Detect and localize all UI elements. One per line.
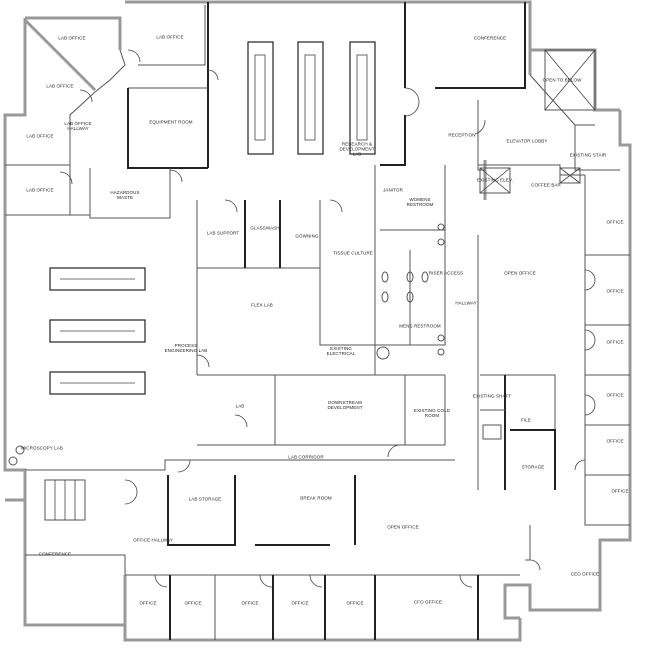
room-label-coffee-bar: COFFEE BAR	[531, 182, 561, 188]
room-label-lab-office: LAB OFFICE	[58, 35, 86, 41]
room-label-open-office: OPEN OFFICE	[387, 524, 419, 530]
room-label-conference: CONFERENCE	[473, 35, 507, 41]
room-label-existing-electrical: EXISTING ELECTRICAL	[326, 346, 356, 356]
room-label-lab-storage: LAB STORAGE	[188, 496, 222, 502]
room-label-flex-lab: FLEX LAB	[251, 302, 273, 308]
room-label-existing-shaft: EXISTING SHAFT	[472, 393, 512, 399]
room-label-lab-office: LAB OFFICE	[156, 34, 184, 40]
room-label-microscopy-lab: MICROSCOPY LAB	[21, 445, 63, 451]
room-label-existing-elevator: EXISTING ELEV.	[477, 177, 513, 183]
room-label-office: OFFICE	[606, 339, 624, 345]
room-label-office: OFFICE	[139, 600, 157, 606]
room-label-janitor: JANITOR	[383, 187, 403, 193]
room-label-cfo-office: CFO OFFICE	[413, 599, 443, 605]
room-label-office: OFFICE	[606, 392, 624, 398]
room-label-break-room: BREAK ROOM	[300, 495, 332, 501]
room-label-rd-lab: RESEARCH & DEVELOPMENT LAB	[339, 141, 375, 157]
room-label-office-hallway: OFFICE HALLWAY	[133, 537, 173, 543]
room-label-office: OFFICE	[611, 488, 629, 494]
room-label-lab-corridor: LAB CORRIDOR	[288, 454, 324, 460]
room-label-ceo-office: CEO OFFICE	[570, 571, 600, 577]
room-label-storage: STORAGE	[521, 464, 545, 470]
room-label-lab-office-hallway: LAB OFFICE HALLWAY	[64, 121, 92, 131]
room-label-downstream-development: DOWNSTREAM DEVELOPMENT	[327, 400, 363, 410]
room-label-file: FILE	[521, 417, 531, 423]
room-label-lab: LAB	[235, 403, 245, 409]
room-label-gowning: GOWNING	[295, 233, 319, 239]
room-label-tissue-culture: TISSUE CULTURE	[333, 250, 373, 256]
lab-benches	[49, 41, 376, 395]
stairs-and-elevators	[44, 49, 596, 521]
room-label-office: OFFICE	[606, 288, 624, 294]
room-label-existing-stair: EXISTING STAIR	[569, 152, 607, 158]
room-label-lab-office: LAB OFFICE	[26, 187, 54, 193]
room-label-hazardous-waste: HAZARDOUS WASTE	[110, 190, 140, 200]
room-label-womens-restroom: WOMENS RESTROOM	[406, 197, 434, 207]
room-label-office: OFFICE	[346, 600, 364, 606]
door-swings	[59, 49, 596, 588]
room-label-open-office: OPEN OFFICE	[504, 270, 536, 276]
room-label-existing-cold-room: EXISTING COLD ROOM	[413, 408, 451, 418]
room-label-lab-support: LAB SUPPORT	[206, 230, 240, 236]
restroom-fixtures	[8, 223, 445, 466]
room-label-office: OFFICE	[291, 600, 309, 606]
room-label-open-to-below: OPEN TO BELOW	[542, 77, 582, 83]
room-label-elevator-lobby: ELEVATOR LOBBY	[506, 138, 548, 144]
room-label-office: OFFICE	[606, 219, 624, 225]
room-label-hallway: HALLWAY	[455, 300, 477, 306]
room-label-lab-office: LAB OFFICE	[46, 83, 74, 89]
room-label-equipment-room: EQUIPMENT ROOM	[149, 119, 193, 125]
room-label-office: OFFICE	[184, 600, 202, 606]
room-label-office: OFFICE	[606, 438, 624, 444]
room-label-office: OFFICE	[241, 600, 259, 606]
room-label-conference: CONFERENCE	[38, 551, 72, 557]
room-label-process-engineering-lab: PROCESS ENGINEERING LAB	[164, 343, 208, 353]
room-label-reception: RECEPTION	[448, 132, 476, 138]
room-label-lab-office: LAB OFFICE	[26, 133, 54, 139]
room-label-mens-restroom: MENS RESTROOM	[399, 323, 441, 329]
interior-walls	[5, 2, 630, 640]
room-label-riser-access: RISER ACCESS	[428, 270, 464, 276]
room-label-glasswash: GLASSWASH	[250, 225, 280, 231]
